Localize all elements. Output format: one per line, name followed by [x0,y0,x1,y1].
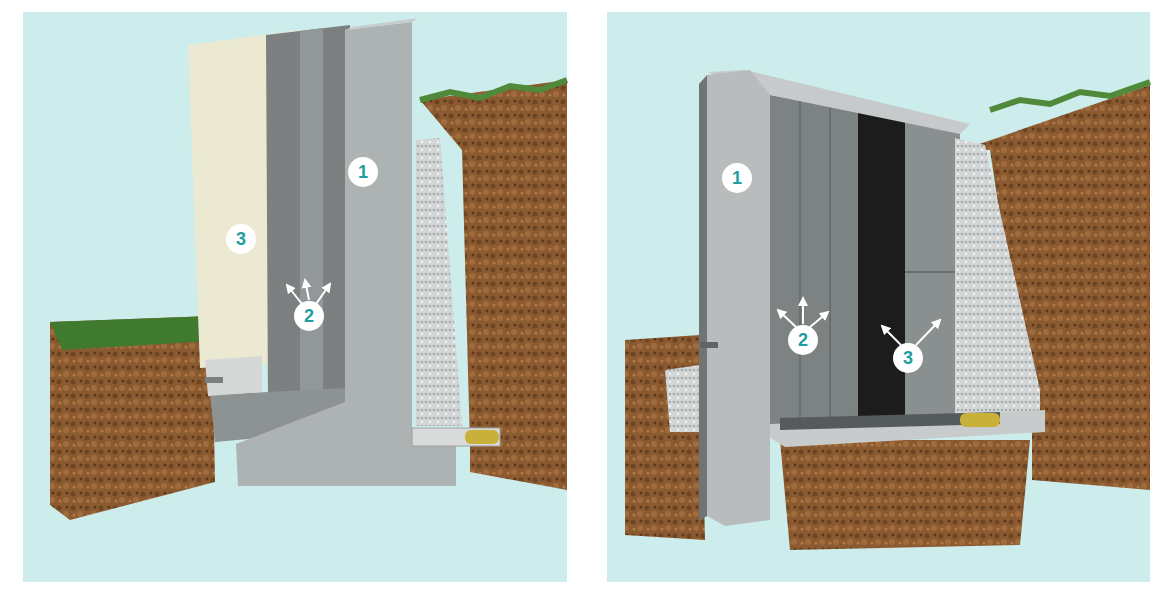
drainage-gravel [416,138,462,426]
callout-number: 1 [722,163,752,193]
leader-arrow [916,320,940,345]
left-panel [23,12,567,582]
base-slab [750,410,1045,447]
wall-edge [699,75,707,521]
front-gravel [205,356,262,396]
callout-number: 3 [893,343,923,373]
callout-number: 1 [348,157,378,187]
leader-arrow [810,312,828,327]
leader-arrow [305,280,309,300]
grass [420,80,567,100]
leader-arrow [316,284,330,304]
soil-base [780,440,1030,550]
right-panel [607,12,1150,582]
drain-pipe [465,430,499,444]
wall-panels [770,95,960,430]
wall-panel [905,119,960,425]
panel-joint [799,101,801,428]
concrete-wall [707,70,770,526]
callout-number: 3 [226,224,256,254]
panel-background [607,12,1150,582]
wall-top [345,18,418,30]
weep-hole [205,377,223,383]
leader-arrow [882,326,901,345]
callout-number: 2 [788,325,818,355]
panel-background [23,12,567,582]
panel-joint [829,106,831,427]
callout-number: 2 [294,301,324,331]
weep-hole [700,342,718,348]
leader-arrow [802,298,804,324]
drainage-gravel [955,138,1040,420]
wall-panel-stripes [266,25,350,402]
drain-pipe [960,413,1000,427]
membrane-strip [858,110,905,428]
wall-panel-stripe [300,28,323,401]
drain-channel [412,428,500,446]
soil-front [625,335,705,540]
leader-arrow [287,285,302,304]
panel-joint [905,271,960,273]
leader-arrow [778,310,796,327]
leader-arrows [287,280,940,345]
floor-tiles [780,412,1000,430]
grass [990,82,1150,110]
